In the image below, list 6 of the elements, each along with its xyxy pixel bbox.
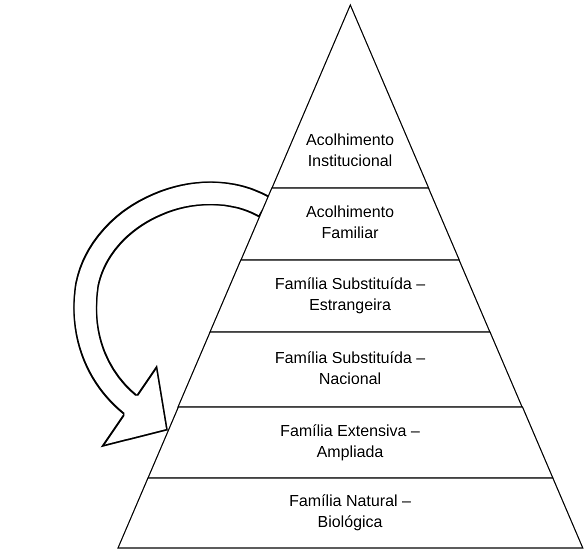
tier-label: Família Substituída – Estrangeira bbox=[274, 275, 426, 316]
tier-label: Família Extensiva – Ampliada bbox=[279, 422, 421, 462]
tier-label: Acolhimento Institucional bbox=[304, 131, 395, 172]
tier-label: Acolhimento Familiar bbox=[304, 203, 395, 244]
tier-label: Família Substituída – Nacional bbox=[274, 348, 426, 390]
tier-label: Família Natural – Biológica bbox=[288, 492, 412, 533]
